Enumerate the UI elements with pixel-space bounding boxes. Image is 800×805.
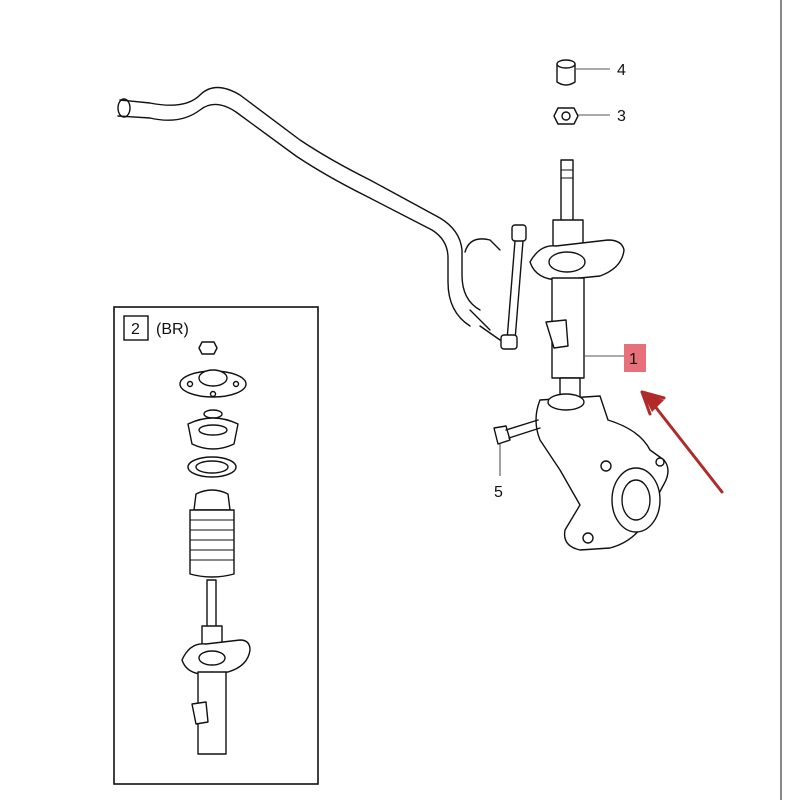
inset-label: (BR)	[156, 321, 189, 338]
nut-part-3	[553, 107, 579, 125]
inset-washer	[203, 409, 223, 419]
steering-knuckle	[535, 393, 669, 551]
inset-dust-boot	[189, 489, 235, 578]
cap-part-4	[556, 59, 576, 86]
strut-assembly	[529, 159, 625, 401]
callout-1: 1	[629, 351, 638, 368]
callout-4: 4	[617, 62, 626, 79]
stabilizer-link	[500, 224, 527, 350]
red-arrow	[640, 390, 724, 494]
inset-top-nut	[198, 341, 218, 355]
inset-bearing	[187, 417, 239, 450]
callout-1-highlight	[624, 344, 646, 372]
inset-top-mount	[179, 369, 247, 398]
callout-5: 5	[494, 484, 503, 501]
inset-number: 2	[131, 321, 140, 338]
inset-shock-absorber	[181, 579, 251, 755]
bolt-part-5	[493, 419, 541, 445]
stabilizer-bar	[117, 86, 501, 341]
inset-spring-seat	[187, 456, 237, 478]
callout-3: 3	[617, 108, 626, 125]
inset-box: 2 (BR)	[113, 306, 319, 785]
